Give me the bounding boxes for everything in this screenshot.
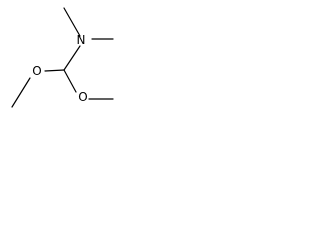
oxygen-left-label: O bbox=[32, 64, 41, 78]
bond-oxygen-left-methyl bbox=[11, 77, 31, 108]
nitrogen-label: N bbox=[77, 33, 86, 47]
bond-carbon-oxygen-right bbox=[63, 69, 77, 93]
bond-n-methyl-left bbox=[63, 7, 81, 37]
oxygen-right-label: O bbox=[78, 90, 87, 104]
bond-carbon-oxygen-left bbox=[44, 69, 65, 72]
bond-n-central-carbon bbox=[63, 45, 81, 71]
bonds bbox=[11, 7, 114, 108]
chemical-structure-diagram: N O O bbox=[11, 7, 114, 108]
atom-labels: N O O bbox=[32, 33, 87, 104]
